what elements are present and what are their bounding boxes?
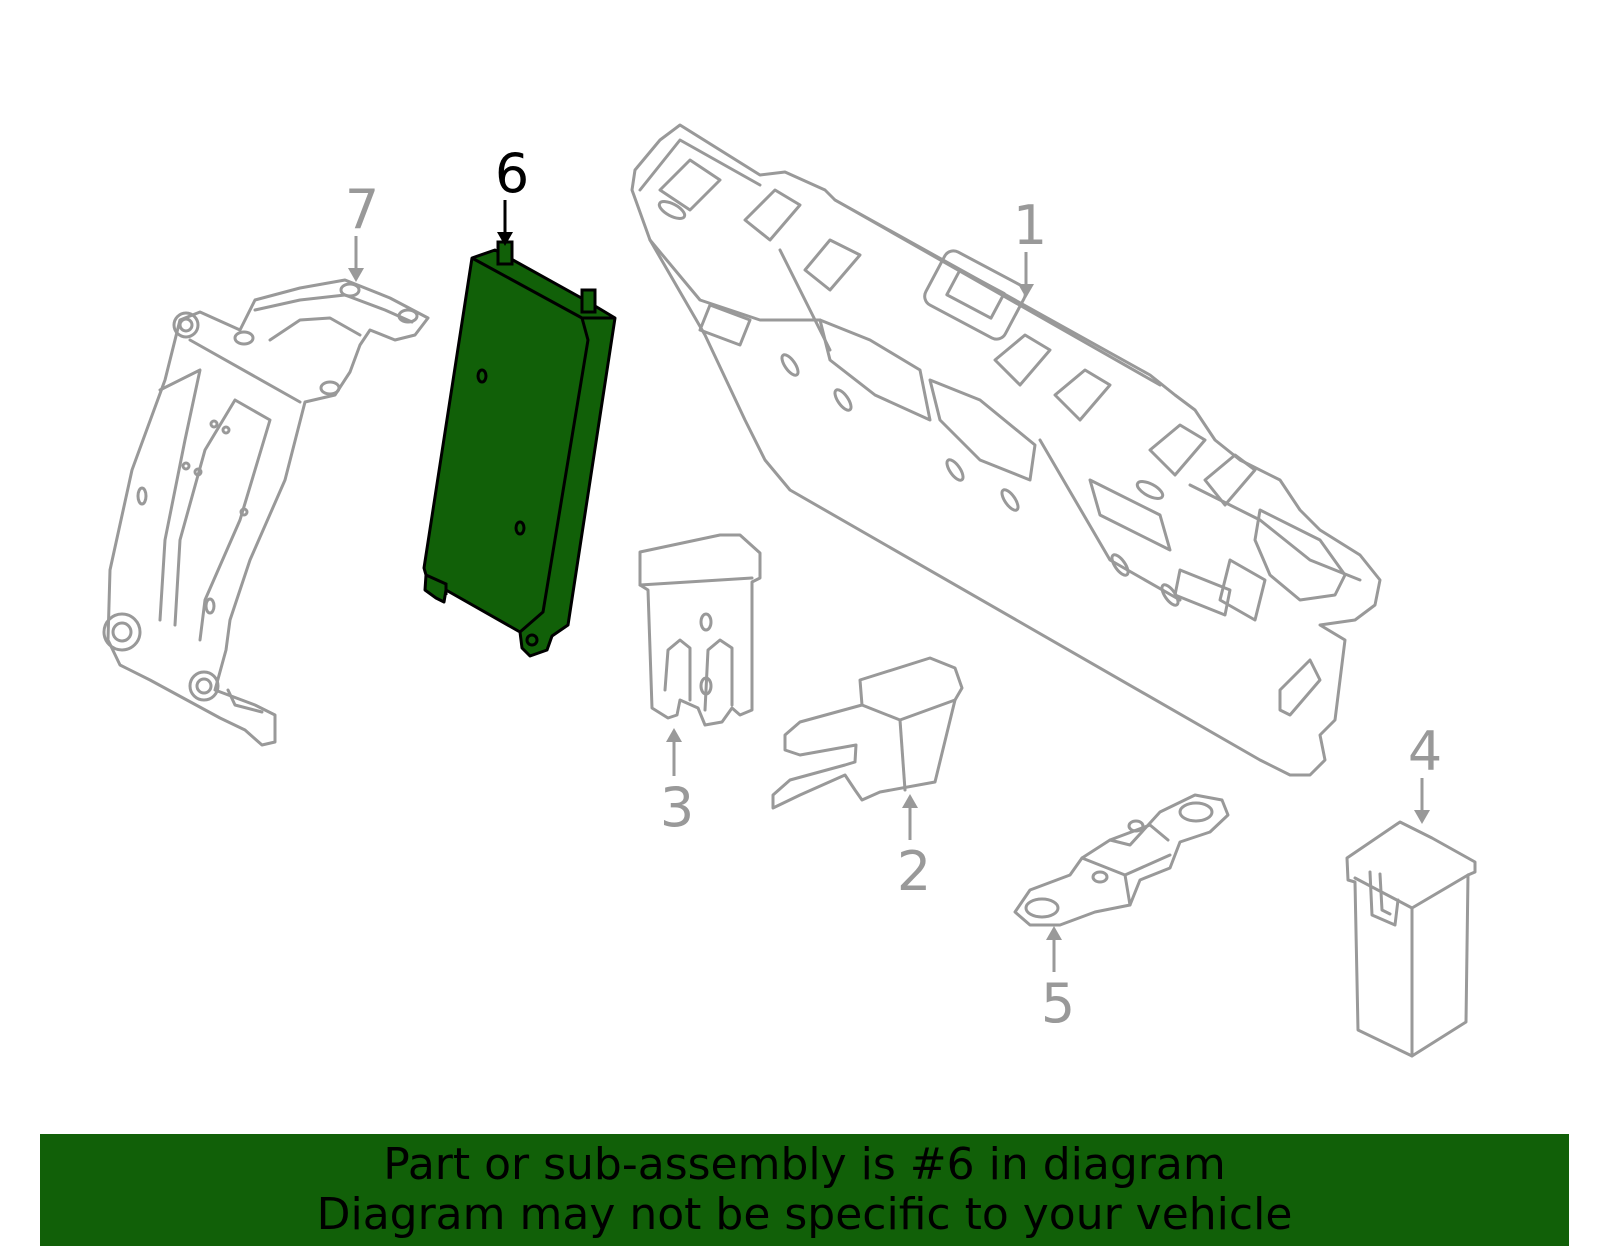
part-6-module[interactable] <box>422 240 617 658</box>
leader-3 <box>666 728 682 776</box>
part-3-fuse[interactable] <box>638 533 762 727</box>
leader-6 <box>497 200 513 246</box>
callout-4: 4 <box>1408 720 1442 783</box>
info-banner: Part or sub-assembly is #6 in diagram Di… <box>40 1134 1569 1246</box>
leader-4 <box>1414 778 1430 824</box>
callout-3: 3 <box>660 776 694 839</box>
leader-lines <box>348 200 1430 972</box>
part-1-junction-box[interactable] <box>630 123 1382 777</box>
leader-7 <box>348 236 364 282</box>
part-4-relay[interactable] <box>1345 820 1477 1058</box>
callout-5: 5 <box>1041 972 1075 1035</box>
banner-line-2: Diagram may not be specific to your vehi… <box>316 1189 1293 1240</box>
banner-line-1: Part or sub-assembly is #6 in diagram <box>383 1139 1226 1190</box>
leader-5 <box>1046 926 1062 972</box>
callout-7: 7 <box>345 178 379 241</box>
part-7-bracket[interactable] <box>102 278 430 747</box>
callout-6: 6 <box>495 142 529 205</box>
part-5-fusible-link[interactable] <box>1013 793 1230 927</box>
part-2-fuse[interactable] <box>771 656 964 810</box>
leader-1 <box>1018 252 1034 298</box>
callout-1: 1 <box>1013 194 1047 257</box>
leader-2 <box>902 794 918 840</box>
callout-2: 2 <box>897 840 931 903</box>
